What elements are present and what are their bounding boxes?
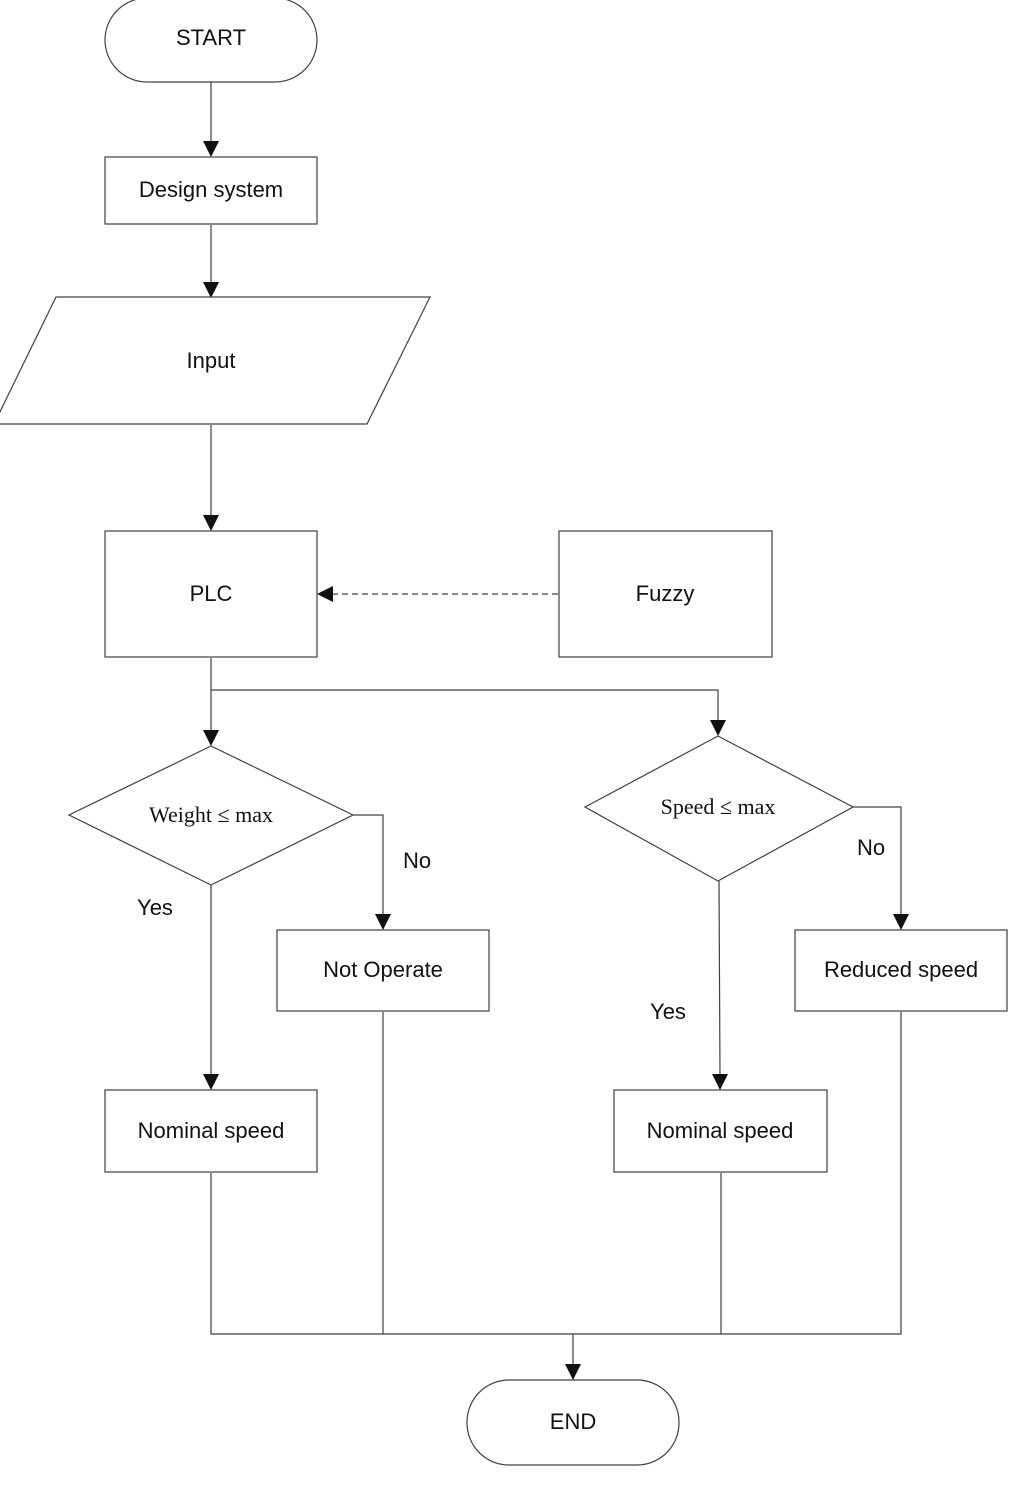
connector-plc-split — [210, 658, 719, 722]
arrowhead-end — [565, 1364, 581, 1380]
arrowhead-speed — [710, 720, 726, 736]
arrowhead-plc — [203, 515, 219, 531]
start-node: START — [104, 0, 318, 83]
input-label: Input — [187, 348, 236, 373]
start-label: START — [176, 25, 246, 50]
weight-yes-label: Yes — [137, 895, 173, 920]
speed-yes-label: Yes — [650, 999, 686, 1024]
connector-weight-no — [353, 814, 384, 916]
reduced-speed-label: Reduced speed — [824, 957, 978, 982]
fuzzy-node: Fuzzy — [558, 530, 773, 658]
arrowhead-nominal-right — [712, 1074, 728, 1090]
arrowhead-input — [203, 282, 219, 298]
weight-no-label: No — [403, 848, 431, 873]
arrowheads — [203, 141, 909, 1380]
arrowhead-fuzzy-plc — [317, 586, 333, 602]
connectors — [210, 82, 902, 1366]
not-operate-label: Not Operate — [323, 957, 443, 982]
plc-node: PLC — [104, 530, 318, 658]
nominal-speed-left-label: Nominal speed — [138, 1118, 285, 1143]
speed-no-label: No — [857, 835, 885, 860]
connector-merge — [210, 1012, 902, 1335]
design-system-node: Design system — [104, 156, 318, 225]
end-node: END — [466, 1379, 680, 1466]
nominal-speed-left-node: Nominal speed — [104, 1089, 318, 1173]
design-system-label: Design system — [139, 177, 283, 202]
not-operate-node: Not Operate — [276, 929, 490, 1012]
input-node: Input — [0, 296, 431, 425]
reduced-speed-node: Reduced speed — [794, 929, 1008, 1012]
weight-decision-label: Weight ≤ max — [149, 802, 273, 827]
arrowhead-nominal-left — [203, 1074, 219, 1090]
end-label: END — [550, 1409, 596, 1434]
arrowhead-reduced-speed — [893, 914, 909, 930]
arrowhead-design — [203, 141, 219, 157]
weight-decision-node: Weight ≤ max — [67, 745, 355, 886]
fuzzy-label: Fuzzy — [636, 581, 695, 606]
plc-label: PLC — [190, 581, 233, 606]
connector-speed-yes — [718, 880, 721, 1077]
nominal-speed-right-label: Nominal speed — [647, 1118, 794, 1143]
nominal-speed-right-node: Nominal speed — [613, 1089, 828, 1173]
arrowhead-not-operate — [375, 914, 391, 930]
speed-decision-label: Speed ≤ max — [661, 794, 776, 819]
speed-decision-node: Speed ≤ max — [583, 735, 855, 882]
arrowhead-weight — [203, 730, 219, 746]
connector-speed-no — [853, 806, 902, 916]
